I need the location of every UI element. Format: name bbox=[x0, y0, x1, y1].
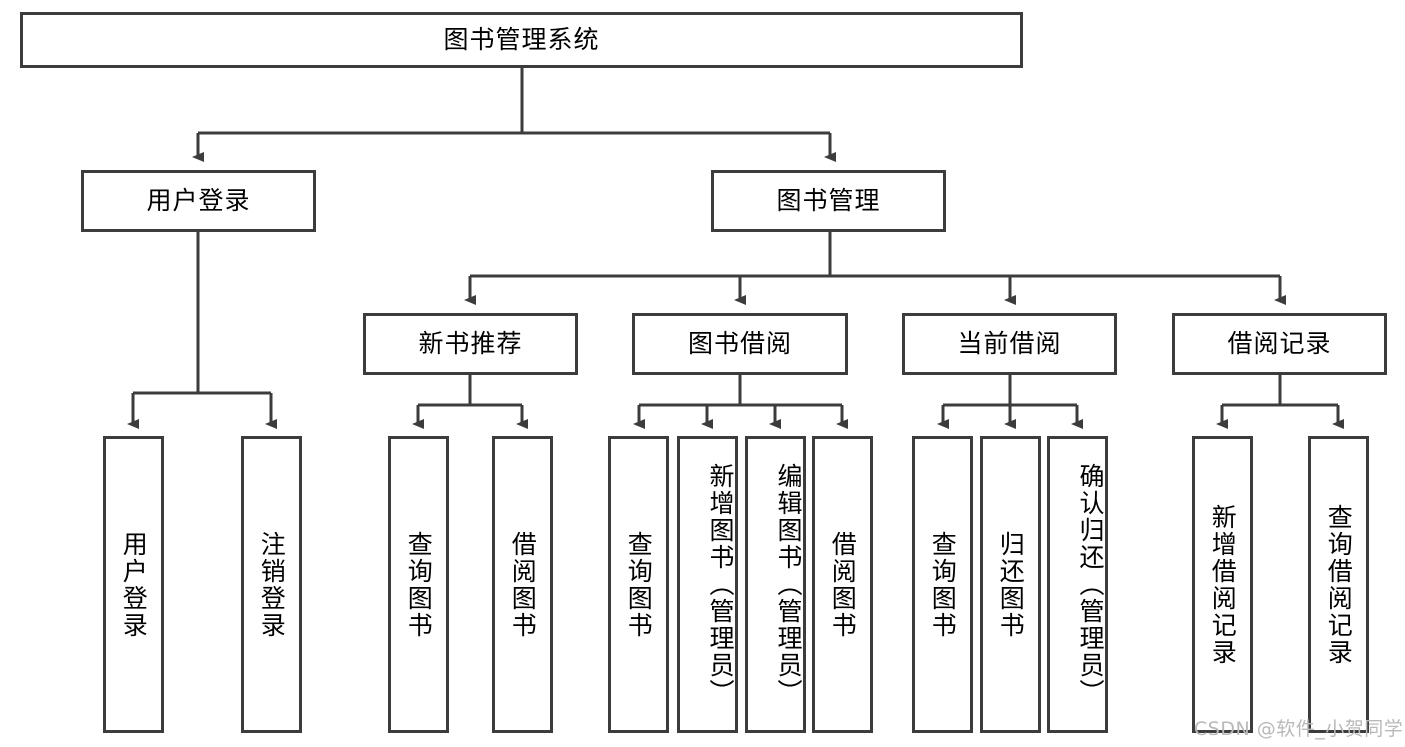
leaf-current-borrow-query-books[interactable]: 查询图书 bbox=[912, 436, 973, 733]
leaf-borrow-record-query-record[interactable]: 查询借阅记录 bbox=[1308, 436, 1369, 733]
leaf-book-borrow-query-books[interactable]: 查询图书 bbox=[608, 436, 669, 733]
node-current-borrowing[interactable]: 当前借阅 bbox=[902, 313, 1117, 375]
node-root-book-management-system[interactable]: 图书管理系统 bbox=[20, 12, 1023, 68]
leaf-new-book-query-books[interactable]: 查询图书 bbox=[388, 436, 449, 733]
leaf-current-borrow-return-books[interactable]: 归还图书 bbox=[980, 436, 1041, 733]
node-new-book-recommendation[interactable]: 新书推荐 bbox=[363, 313, 578, 375]
leaf-user-login-logout[interactable]: 注销登录 bbox=[241, 436, 302, 733]
leaf-current-borrow-confirm-return-admin[interactable]: 确认归还（管理员） bbox=[1047, 436, 1108, 733]
node-book-management[interactable]: 图书管理 bbox=[711, 170, 946, 232]
leaf-book-borrow-edit-book-admin[interactable]: 编辑图书（管理员） bbox=[745, 436, 806, 733]
node-book-borrowing[interactable]: 图书借阅 bbox=[632, 313, 848, 375]
node-borrowing-records[interactable]: 借阅记录 bbox=[1172, 313, 1387, 375]
leaf-user-login-login[interactable]: 用户登录 bbox=[103, 436, 164, 733]
leaf-book-borrow-add-book-admin[interactable]: 新增图书（管理员） bbox=[677, 436, 738, 733]
leaf-new-book-borrow-books[interactable]: 借阅图书 bbox=[492, 436, 553, 733]
leaf-book-borrow-borrow-books[interactable]: 借阅图书 bbox=[812, 436, 873, 733]
leaf-borrow-record-add-record[interactable]: 新增借阅记录 bbox=[1192, 436, 1253, 733]
node-user-login[interactable]: 用户登录 bbox=[81, 170, 316, 232]
